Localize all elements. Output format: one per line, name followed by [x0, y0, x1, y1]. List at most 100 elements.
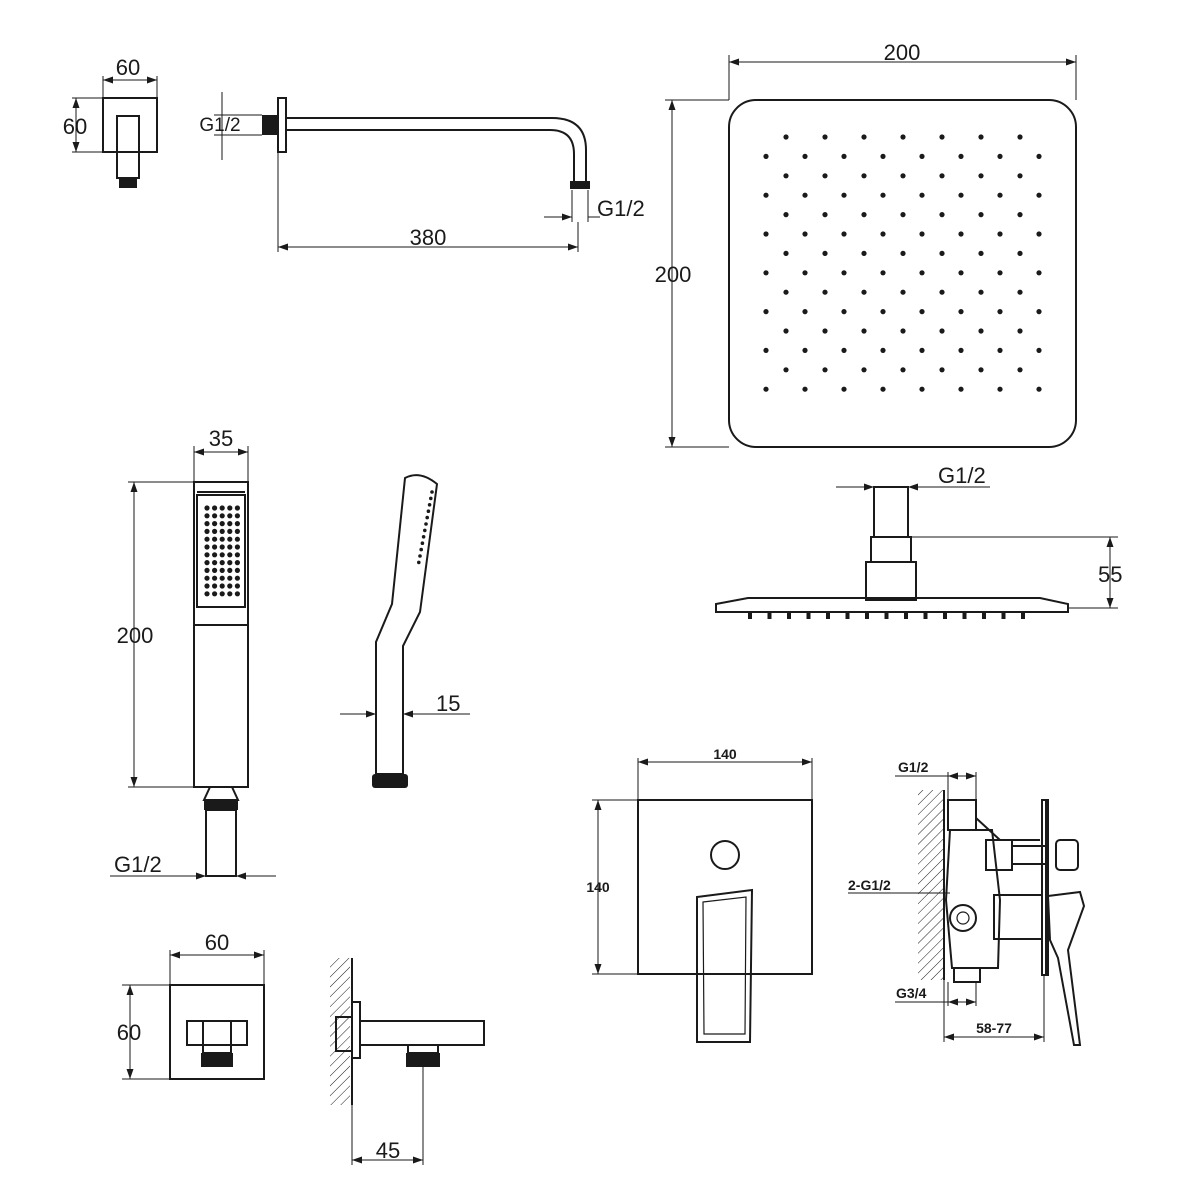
hand-side-nozzle: [426, 509, 431, 513]
side-nozzle: [962, 612, 967, 619]
side-nozzle: [1001, 612, 1006, 619]
shower-head-plate: [728, 99, 1077, 448]
valve-out-label: 2-G1/2: [848, 877, 891, 893]
shower-nozzle: [822, 250, 828, 256]
hand-nozzle: [219, 583, 225, 589]
valve-top-inlet: [947, 799, 977, 831]
shower-nozzle: [900, 134, 906, 140]
side-nozzle: [787, 612, 791, 619]
shower-nozzle: [822, 212, 828, 218]
hand-nozzle: [212, 552, 218, 558]
outlet-thread: [119, 178, 137, 188]
hand-nozzle: [227, 567, 233, 574]
side-nozzle: [904, 612, 908, 619]
shower-nozzle: [997, 309, 1003, 315]
diverter-knob: [710, 840, 740, 870]
hand-nozzle: [234, 528, 240, 535]
head-thread-label: G1/2: [938, 463, 986, 488]
shower-nozzle: [1036, 153, 1042, 159]
hand-nozzle: [219, 544, 225, 550]
valve-range-label: 58-77: [976, 1020, 1012, 1036]
shower-nozzle: [1017, 134, 1023, 140]
shower-nozzle: [802, 231, 808, 237]
diverter-knob-side: [1055, 839, 1079, 871]
elbow-nut: [186, 1020, 248, 1046]
hand-nozzle: [204, 536, 210, 542]
valve-body: [944, 829, 1002, 969]
shower-nozzle: [841, 386, 847, 392]
outlet-width-label: 60: [116, 55, 140, 80]
hand-side-nozzle: [423, 528, 427, 533]
plate-width-label: 140: [713, 746, 737, 762]
hand-nozzle: [212, 567, 218, 574]
hand-nozzle: [234, 591, 240, 597]
shower-head-side-view: G1/2 55: [715, 463, 1122, 619]
mixer-valve-side-view: G1/2 2-G1/2 G3/4 58-77: [848, 759, 1086, 1046]
shower-nozzle: [900, 328, 906, 334]
arm-wall-thread: [262, 115, 278, 135]
shower-nozzle: [822, 134, 828, 140]
shower-nozzle: [1036, 231, 1042, 237]
hand-nozzle: [227, 513, 233, 519]
shower-nozzle: [783, 289, 789, 295]
hand-nozzle: [219, 575, 225, 581]
side-nozzle: [865, 612, 869, 619]
side-nozzle: [982, 612, 986, 619]
shower-nozzle: [822, 173, 828, 179]
head-depth-label: 55: [1098, 562, 1122, 587]
hand-nozzle: [212, 560, 218, 566]
shower-nozzle: [880, 153, 886, 159]
hand-side-label: 15: [436, 691, 460, 716]
shower-nozzle: [822, 289, 828, 295]
valve-lever-side: [1046, 890, 1086, 1046]
elbow-body: [359, 1020, 485, 1046]
outlet-height-label: 60: [63, 114, 87, 139]
hand-nozzle: [212, 583, 218, 589]
side-nozzle: [884, 612, 889, 619]
hand-nozzle: [227, 583, 233, 589]
hand-nozzle: [234, 567, 240, 574]
hand-spray-face: [196, 494, 246, 608]
hand-nozzle: [212, 575, 218, 581]
hand-nozzle: [227, 591, 233, 597]
shower-nozzle: [900, 289, 906, 295]
hand-nozzle: [227, 544, 233, 550]
shower-nozzle: [763, 386, 769, 392]
hand-nozzle: [219, 536, 225, 542]
shower-nozzle: [841, 270, 847, 276]
shower-nozzle: [822, 328, 828, 334]
shower-nozzle: [978, 173, 984, 179]
shower-nozzle: [1036, 347, 1042, 353]
hand-nozzle: [212, 536, 218, 542]
arm-end-thread-label: G1/2: [597, 196, 645, 221]
shower-nozzle: [880, 192, 886, 198]
shower-nozzle: [958, 231, 964, 237]
outlet-neck: [116, 115, 140, 179]
hand-side-nozzle: [419, 547, 424, 552]
shower-nozzle: [802, 347, 808, 353]
shower-nozzle: [861, 212, 867, 218]
hand-nozzle: [227, 575, 233, 581]
shower-nozzle: [1017, 212, 1023, 218]
side-nozzle: [826, 612, 830, 619]
shower-nozzle: [900, 173, 906, 179]
hand-nozzle: [212, 505, 218, 511]
shower-nozzle: [802, 270, 808, 276]
elbow-side-view: 45: [330, 958, 485, 1165]
shower-nozzle: [919, 153, 925, 159]
shower-nozzle: [802, 192, 808, 198]
shower-nozzle: [783, 250, 789, 256]
shower-nozzle: [880, 309, 886, 315]
shower-nozzle: [763, 231, 769, 237]
shower-nozzle: [1036, 192, 1042, 198]
shower-nozzle: [997, 153, 1003, 159]
hand-neck: [202, 786, 240, 801]
hand-nozzle: [204, 560, 210, 566]
hand-thread-label: G1/2: [114, 852, 162, 877]
hand-nozzle: [212, 544, 218, 550]
hand-nozzle: [204, 505, 210, 511]
valve-bottom-inlet: [953, 967, 981, 983]
mixer-lever: [696, 888, 754, 1043]
shower-nozzle: [939, 173, 945, 179]
hand-side-nozzle: [427, 503, 432, 507]
